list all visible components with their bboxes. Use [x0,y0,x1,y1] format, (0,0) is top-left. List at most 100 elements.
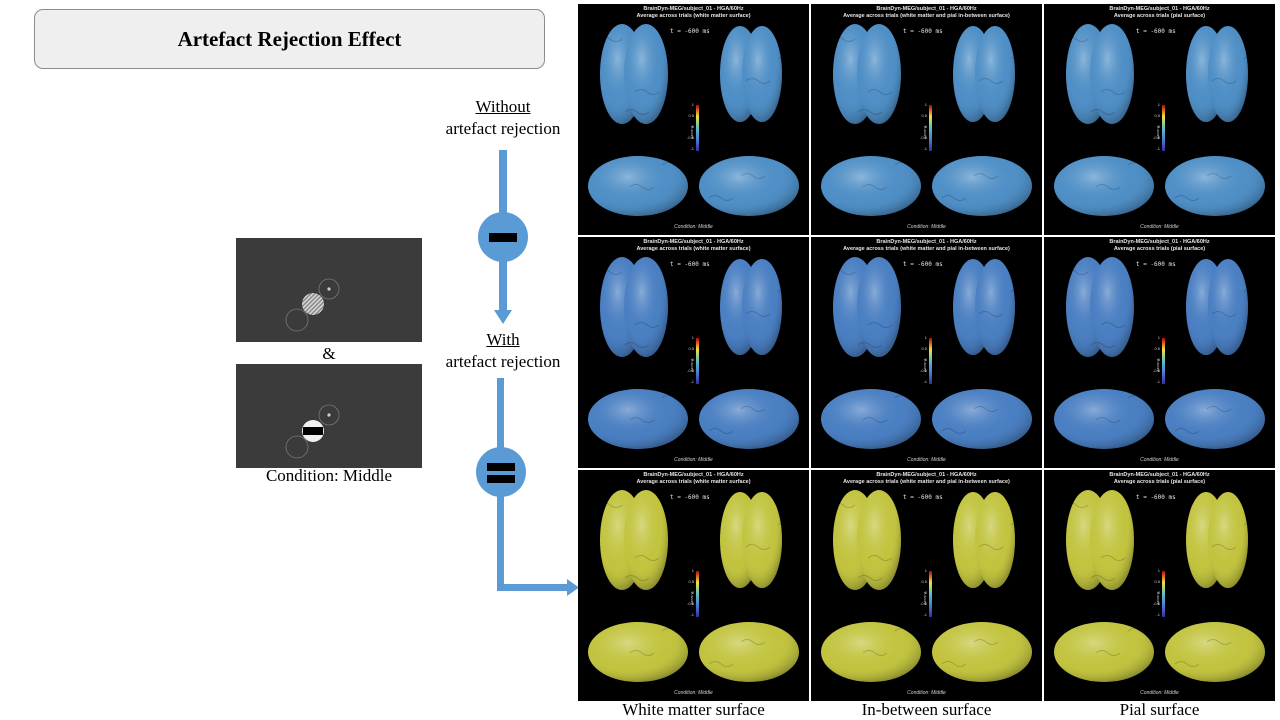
panel-subtitle-line: Average across trials (pial surface) [1113,246,1206,252]
colorbar-tick-label: -1 [1156,379,1160,384]
colorbar-tick-label: 0 [924,357,927,362]
colorbar-tick-label: 0 [924,124,927,129]
panel-subtitle-line: Average across trials (white matter surf… [636,13,751,19]
panel-condition-label: Condition: Middle [674,690,713,696]
colorbar-tick-label: 0 [691,124,694,129]
colorbar-tick-label: 0.5 [1154,113,1160,118]
panel-condition-label: Condition: Middle [1140,690,1179,696]
brain-renderings [821,490,1041,682]
brain-renderings [588,490,808,682]
colorbar-tick-label: 1 [691,335,694,340]
panel-condition-label: Condition: Middle [674,224,713,230]
without-rejection-label: Without artefact rejection [432,96,574,140]
panel-time-label: t = -600 ms [903,28,943,35]
panel-subtitle-line: Average across trials (white matter and … [843,13,1010,19]
arrow-head-right-icon [567,579,579,596]
colorbar-tick-label: 0.5 [688,346,694,351]
panel-condition-label: Condition: Middle [1140,224,1179,230]
colorbar-tick-label: -1 [923,612,927,617]
panel-condition-label: Condition: Middle [1140,457,1179,463]
colorbar-tick-label: 0.5 [921,346,927,351]
colorbar-tick-label: 0 [924,590,927,595]
colorbar-tick-label: 0 [1157,590,1160,595]
colorbar-tick-label: -1 [690,146,694,151]
colorbar-tick-label: 0.5 [921,579,927,584]
panel-title-line: BrainDyn-MEG/subject_01 - HGA/60Hz [876,6,977,12]
colorbar-tick-label: 1 [1157,335,1160,340]
colorbar-tick-label: 1 [924,568,927,573]
brain-renderings [1054,24,1274,216]
colorbar-tick-label: -0.5 [687,135,694,140]
panel-condition-label: Condition: Middle [907,690,946,696]
stimulus-image-occluded [236,364,422,468]
panel-title-line: BrainDyn-MEG/subject_01 - HGA/60Hz [643,6,744,12]
colorbar-tick-label: -1 [690,612,694,617]
panel-title-line: BrainDyn-MEG/subject_01 - HGA/60Hz [1109,239,1210,245]
panel-time-label: t = -600 ms [1136,28,1176,35]
ampersand-label: & [322,344,336,363]
colorbar-tick-label: 0.5 [921,113,927,118]
colorbar-label: z-score [1156,126,1161,140]
panel-title-line: BrainDyn-MEG/subject_01 - HGA/60Hz [1109,6,1210,12]
panel-condition-label: Condition: Middle [907,457,946,463]
slide-title: Artefact Rejection Effect [34,9,545,69]
colorbar-tick-label: -0.5 [687,368,694,373]
colorbar-tick-label: 0.5 [688,113,694,118]
panel-subtitle-line: Average across trials (white matter and … [843,479,1010,485]
colorbar-tick-label: 0 [1157,357,1160,362]
panel-subtitle-line: Average across trials (pial surface) [1113,479,1206,485]
stimulus-image-gabor [236,238,422,342]
colorbar-tick-label: 1 [691,102,694,107]
colorbar-label: z-score [923,126,928,140]
colorbar-tick-label: 1 [1157,568,1160,573]
colorbar-tick-label: 0 [1157,124,1160,129]
colorbar-tick-label: 1 [924,102,927,107]
panel-title-line: BrainDyn-MEG/subject_01 - HGA/60Hz [643,472,744,478]
condition-label: Condition: Middle [265,466,393,485]
colorbar-tick-label: 1 [691,568,694,573]
brain-renderings [588,257,808,449]
panel-title-line: BrainDyn-MEG/subject_01 - HGA/60Hz [876,239,977,245]
colorbar-tick-label: 0.5 [688,579,694,584]
panel-title-line: BrainDyn-MEG/subject_01 - HGA/60Hz [876,472,977,478]
minus-bar [489,233,517,242]
panel-subtitle-line: Average across trials (white matter and … [843,246,1010,252]
with-heading: With [486,330,520,349]
panel-time-label: t = -600 ms [903,261,943,268]
colorbar-tick-label: -1 [1156,146,1160,151]
brain-renderings [588,24,808,216]
colorbar-label: z-score [923,359,928,373]
column-label-pial: Pial surface [1119,700,1200,719]
colorbar-tick-label: -1 [690,379,694,384]
without-text: artefact rejection [445,119,561,138]
panel-subtitle-line: Average across trials (pial surface) [1113,13,1206,19]
arrow-head-down-icon [494,310,512,324]
colorbar-tick-label: -1 [1156,612,1160,617]
column-label-white-matter: White matter surface [622,700,765,719]
panel-time-label: t = -600 ms [1136,494,1176,501]
colorbar-tick-label: -0.5 [920,135,927,140]
panel-condition-label: Condition: Middle [907,224,946,230]
colorbar-tick-label: 0.5 [1154,346,1160,351]
colorbar-tick-label: -1 [923,146,927,151]
panel-time-label: t = -600 ms [1136,261,1176,268]
panel-time-label: t = -600 ms [670,261,710,268]
equals-bar-top [487,463,515,471]
panel-time-label: t = -600 ms [903,494,943,501]
brain-renderings [1054,490,1274,682]
colorbar-label: z-score [690,126,695,140]
